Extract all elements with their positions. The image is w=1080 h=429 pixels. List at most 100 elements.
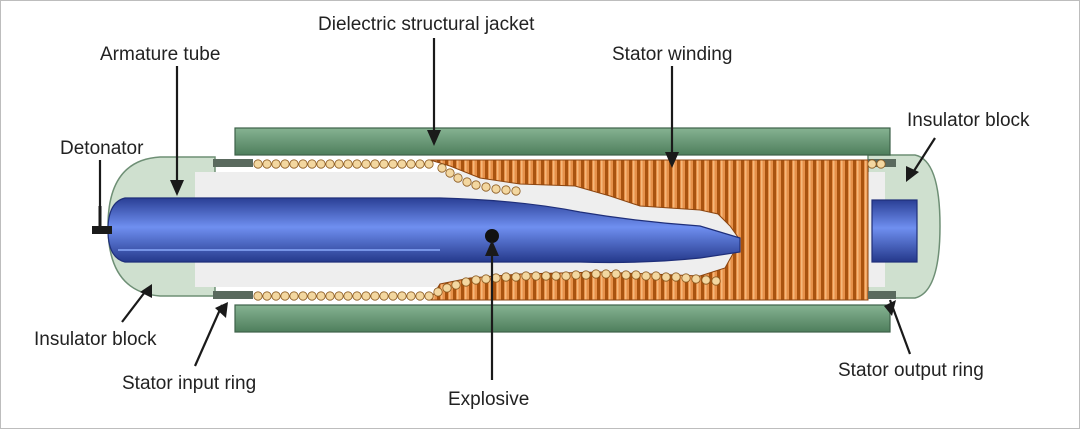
winding-bead (491, 184, 501, 194)
winding-bead (601, 269, 611, 279)
winding-bead (451, 280, 461, 290)
winding-bead (501, 185, 511, 195)
winding-bead (876, 159, 886, 169)
winding-bead (521, 271, 531, 281)
winding-bead (361, 159, 371, 169)
detonator (92, 226, 112, 234)
winding-bead (388, 291, 398, 301)
winding-bead (462, 177, 472, 187)
winding-bead (641, 271, 651, 281)
label-explosive: Explosive (448, 389, 529, 410)
label-stator-input-ring: Stator input ring (122, 373, 256, 394)
winding-bead (711, 276, 721, 286)
winding-bead (397, 159, 407, 169)
winding-bead (581, 270, 591, 280)
winding-bead (253, 159, 263, 169)
winding-bead (442, 283, 452, 293)
stator-input-ring-bottom (213, 291, 253, 299)
winding-bead (343, 159, 353, 169)
winding-bead (424, 159, 434, 169)
label-stator-output-ring: Stator output ring (838, 360, 984, 381)
winding-bead (325, 291, 335, 301)
winding-bead (262, 291, 272, 301)
winding-bead (334, 159, 344, 169)
winding-bead (531, 271, 541, 281)
winding-bead (271, 291, 281, 301)
winding-bead (445, 168, 455, 178)
dielectric-jacket-bottom (234, 304, 891, 333)
winding-bead (406, 159, 416, 169)
winding-bead (551, 271, 561, 281)
label-dielectric-jacket: Dielectric structural jacket (318, 14, 535, 35)
winding-bead (262, 159, 272, 169)
winding-bead (334, 291, 344, 301)
winding-bead (471, 275, 481, 285)
winding-bead (253, 291, 263, 301)
winding-bead (561, 271, 571, 281)
explosive-dot (485, 229, 499, 243)
winding-bead (307, 159, 317, 169)
winding-bead (571, 270, 581, 280)
stator-input-ring-top (213, 159, 253, 167)
armature-tube-right (871, 199, 918, 263)
winding-bead (415, 291, 425, 301)
winding-bead (611, 269, 621, 279)
winding-bead (511, 186, 521, 196)
label-insulator-block-right: Insulator block (907, 110, 1030, 131)
winding-bead (415, 159, 425, 169)
winding-bead (379, 159, 389, 169)
winding-bead (591, 269, 601, 279)
winding-bead (352, 159, 362, 169)
armature-tube (107, 197, 741, 264)
label-detonator: Detonator (60, 138, 144, 159)
winding-bead (621, 270, 631, 280)
winding-bead (379, 291, 389, 301)
winding-bead (280, 291, 290, 301)
winding-bead (701, 275, 711, 285)
winding-bead (316, 159, 326, 169)
winding-bead (691, 274, 701, 284)
winding-bead (406, 291, 416, 301)
winding-bead (289, 159, 299, 169)
dielectric-jacket-top (234, 127, 891, 156)
label-armature-tube: Armature tube (100, 44, 220, 65)
winding-bead (671, 272, 681, 282)
winding-bead (424, 291, 434, 301)
label-insulator-block-left: Insulator block (34, 329, 157, 350)
winding-bead (471, 180, 481, 190)
winding-bead (541, 271, 551, 281)
winding-bead (661, 272, 671, 282)
winding-bead (453, 173, 463, 183)
stator-output-ring-bottom (868, 291, 896, 299)
winding-bead (280, 159, 290, 169)
winding-bead (481, 274, 491, 284)
winding-bead (325, 159, 335, 169)
winding-bead (681, 273, 691, 283)
winding-bead (631, 270, 641, 280)
winding-bead (511, 272, 521, 282)
winding-bead (352, 291, 362, 301)
winding-bead (271, 159, 281, 169)
winding-bead (316, 291, 326, 301)
winding-bead (397, 291, 407, 301)
winding-bead (481, 182, 491, 192)
winding-bead (388, 159, 398, 169)
winding-bead (433, 287, 443, 297)
winding-bead (361, 291, 371, 301)
winding-bead (307, 291, 317, 301)
winding-bead (651, 271, 661, 281)
winding-bead (867, 159, 877, 169)
winding-bead (289, 291, 299, 301)
winding-bead (501, 272, 511, 282)
winding-bead (437, 163, 447, 173)
winding-bead (370, 291, 380, 301)
winding-bead (370, 159, 380, 169)
winding-bead (343, 291, 353, 301)
winding-bead (461, 277, 471, 287)
winding-beads-top (253, 159, 886, 196)
winding-bead (298, 159, 308, 169)
winding-bead (298, 291, 308, 301)
winding-beads-bottom (253, 269, 721, 301)
label-stator-winding: Stator winding (612, 44, 732, 65)
